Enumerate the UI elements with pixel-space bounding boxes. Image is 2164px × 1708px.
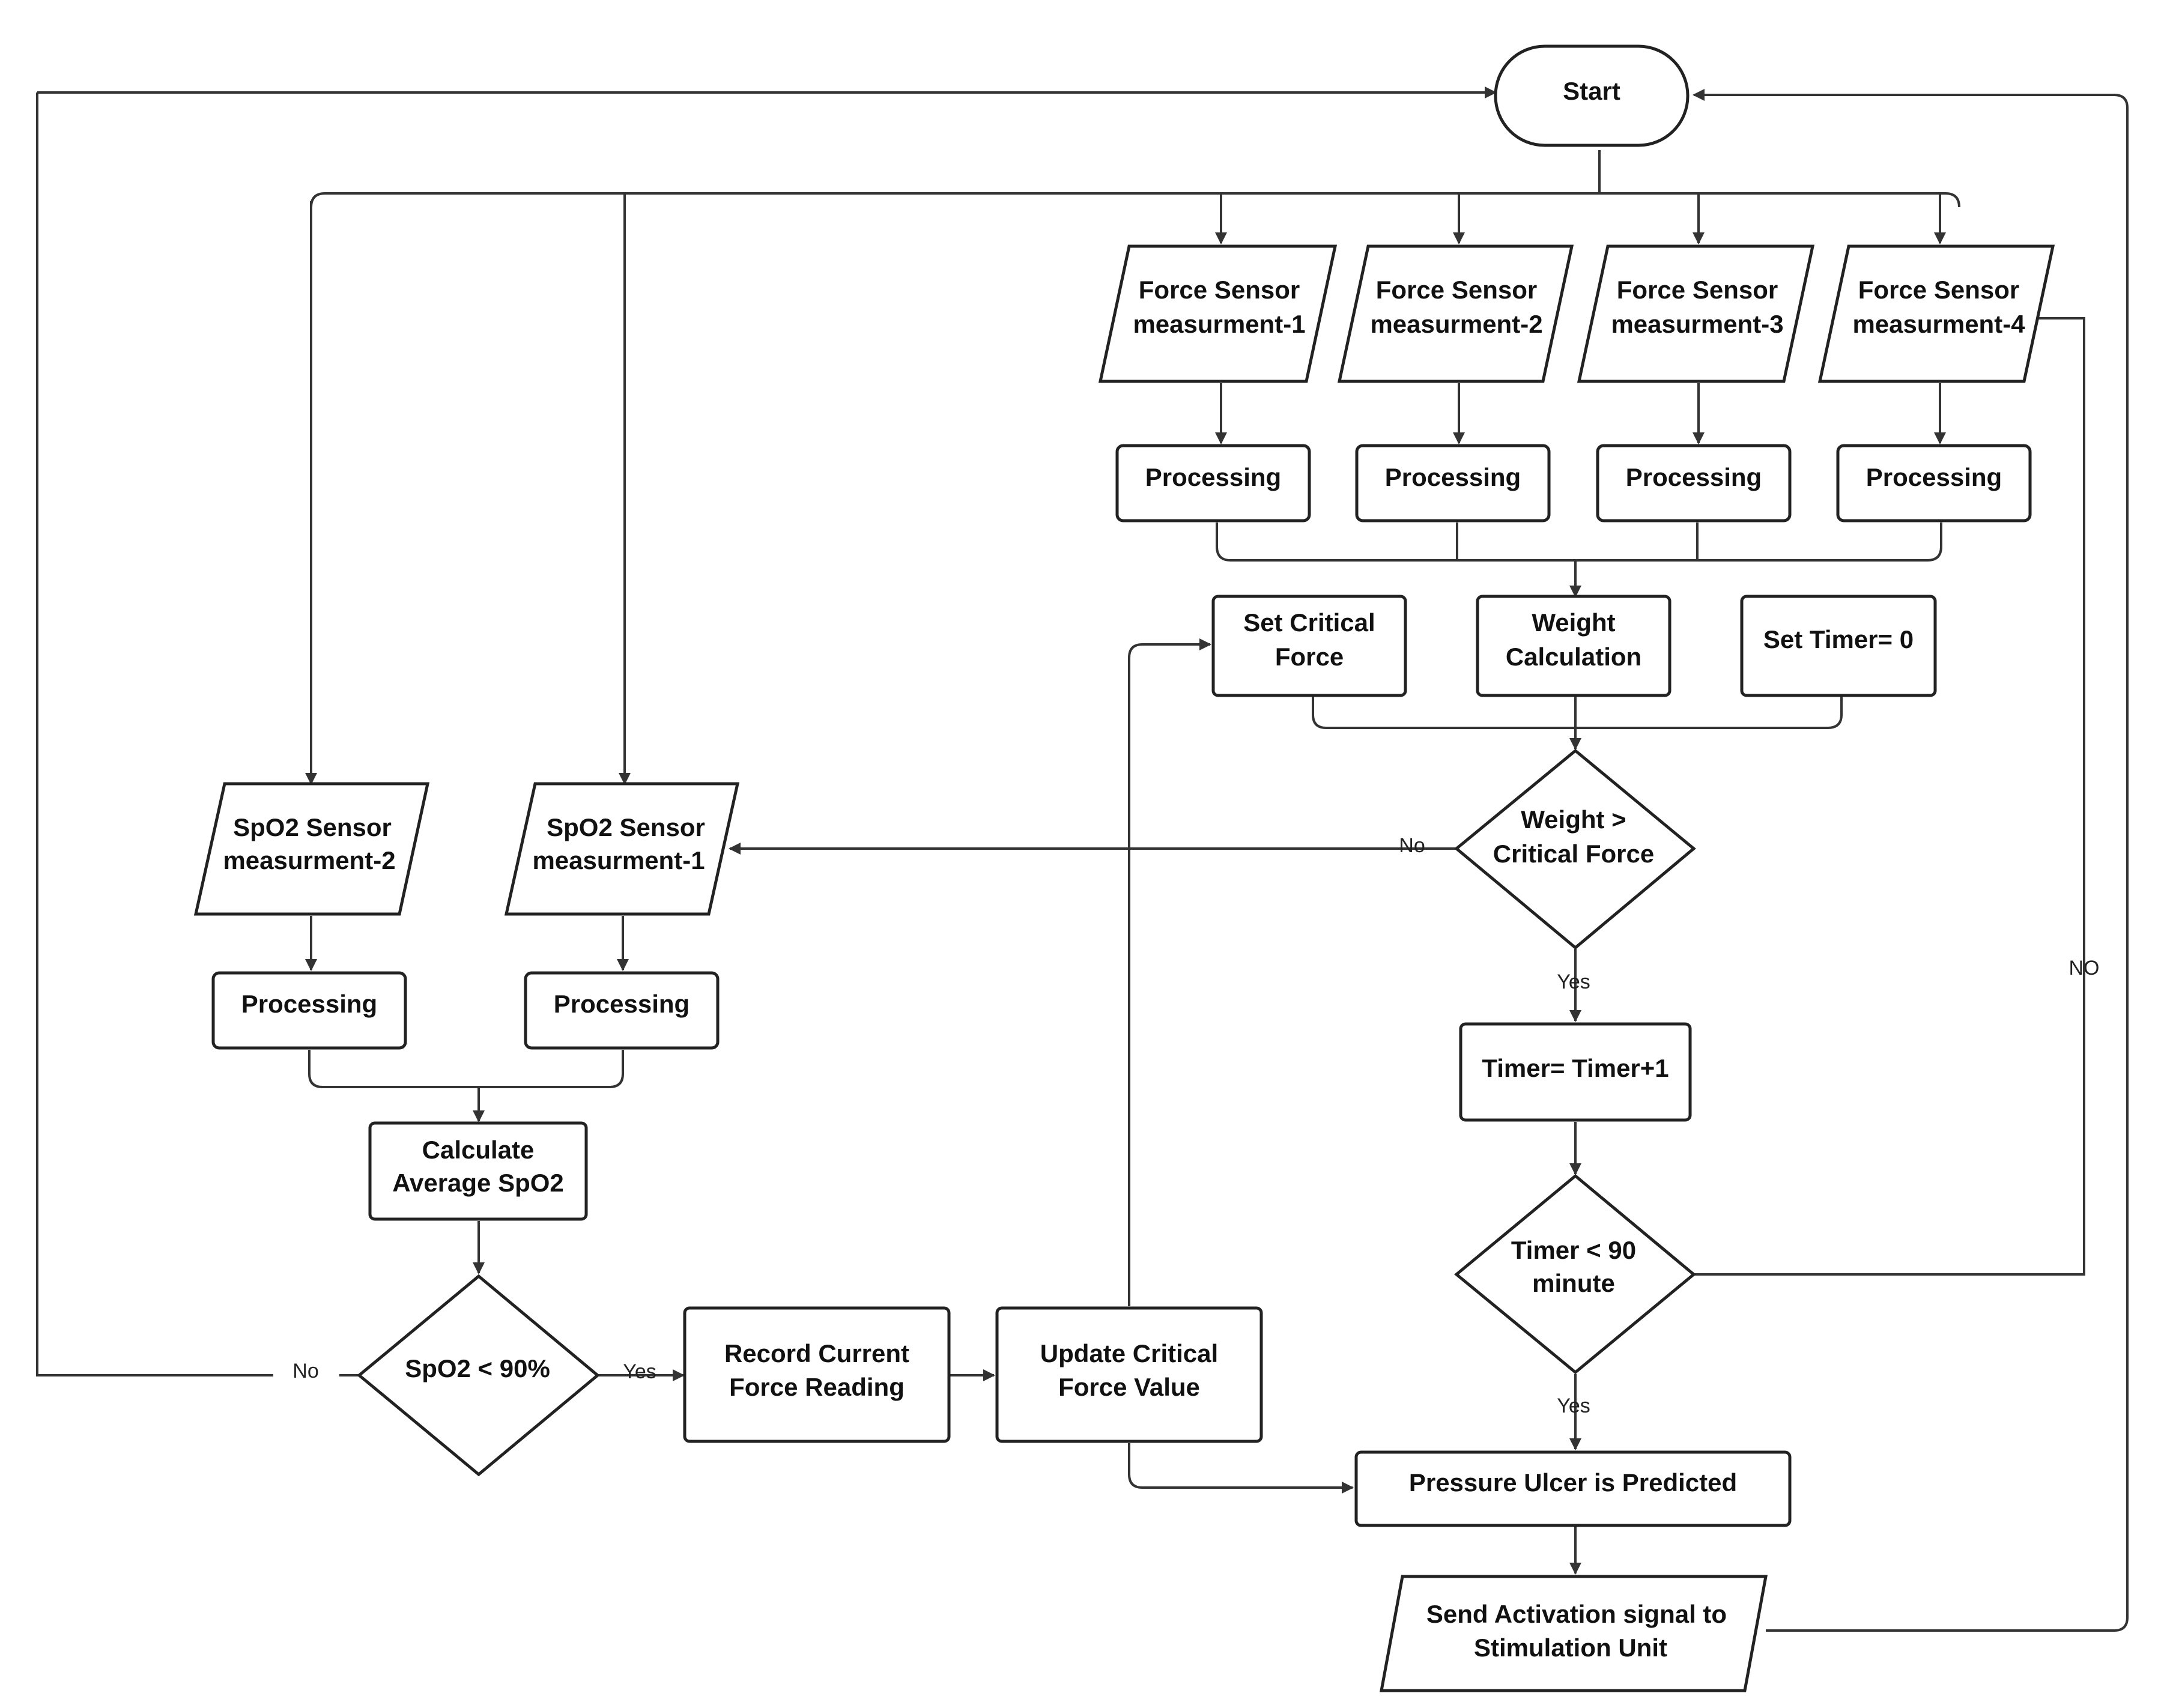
- spo2-sensor-1-line2: measurment-1: [532, 846, 705, 874]
- timer-increment-label: Timer= Timer+1: [1482, 1054, 1668, 1082]
- calculate-average-spo2: Calculate Average SpO2: [368, 1121, 588, 1221]
- edge-proc-merge: [1216, 522, 1942, 562]
- set-timer-label: Set Timer= 0: [1763, 625, 1914, 653]
- spo2-yes-label: Yes: [623, 1360, 656, 1383]
- spo2-decision-label: SpO2 < 90%: [405, 1354, 550, 1382]
- timer-decision-line1: Timer < 90: [1511, 1236, 1636, 1264]
- spo2-no-label: No: [292, 1360, 318, 1382]
- force-sensor-1-line1: Force Sensor: [1139, 276, 1300, 304]
- record-current-force: Record Current Force Reading: [683, 1306, 951, 1443]
- timer-increment: Timer= Timer+1: [1459, 1022, 1692, 1122]
- edge-spo2-proc-merge: [308, 1050, 624, 1088]
- processing-force-1: Processing: [1115, 444, 1311, 522]
- weight-decision-line1: Weight >: [1521, 805, 1626, 834]
- spo2-sensor-2-line2: measurment-2: [223, 846, 395, 874]
- spo2-sensor-1: SpO2 Sensor measurment-1: [504, 782, 740, 916]
- processing-force-2: Processing: [1355, 444, 1551, 522]
- send-activation-signal: Send Activation signal to Stimulation Un…: [1379, 1575, 1768, 1692]
- force-sensor-1-line2: measurment-1: [1133, 310, 1305, 338]
- start-node: Start: [1494, 44, 1690, 147]
- weight-calculation: Weight Calculation: [1476, 595, 1671, 697]
- update-critical-force-line2: Force Value: [1058, 1373, 1200, 1401]
- processing-force-1-label: Processing: [1145, 463, 1281, 491]
- record-current-force-line1: Record Current: [724, 1339, 909, 1367]
- update-critical-force: Update Critical Force Value: [995, 1306, 1263, 1443]
- weight-decision: Weight > Critical Force: [1454, 748, 1696, 950]
- processing-spo2-2: Processing: [211, 971, 407, 1050]
- edge-send-start: [1693, 89, 2129, 1632]
- timer-no-label: NO: [2069, 957, 2100, 980]
- force-sensor-2-line1: Force Sensor: [1376, 276, 1537, 304]
- record-current-force-line2: Force Reading: [729, 1373, 905, 1401]
- timer-decision: Timer < 90 minute: [1454, 1173, 1696, 1375]
- edge-labels: No Yes NO Yes No Yes: [292, 834, 2099, 1417]
- processing-spo2-1: Processing: [524, 971, 720, 1050]
- connectors: [36, 86, 2129, 1632]
- send-activation-signal-line1: Send Activation signal to: [1426, 1600, 1727, 1628]
- timer-yes-label: Yes: [1557, 1395, 1590, 1417]
- spo2-sensor-2-line1: SpO2 Sensor: [233, 813, 392, 841]
- processing-force-4: Processing: [1836, 444, 2032, 522]
- force-sensor-3: Force Sensor measurment-3: [1577, 244, 1815, 383]
- timer-decision-line2: minute: [1532, 1269, 1615, 1297]
- edge-update-setcritical: [1128, 638, 1211, 1306]
- processing-spo2-1-label: Processing: [554, 990, 690, 1018]
- edge-update-predicted: [1128, 1443, 1354, 1494]
- start-label: Start: [1563, 77, 1620, 105]
- set-timer: Set Timer= 0: [1740, 595, 1937, 697]
- edge-setup-merge: [1312, 697, 1843, 729]
- force-sensor-1: Force Sensor measurment-1: [1098, 244, 1338, 383]
- force-sensor-4-line1: Force Sensor: [1858, 276, 2019, 304]
- weight-calculation-line1: Weight: [1532, 608, 1615, 637]
- weight-no-label: No: [1399, 834, 1425, 857]
- force-sensor-4-line2: measurment-4: [1852, 310, 2025, 338]
- pressure-ulcer-predicted-label: Pressure Ulcer is Predicted: [1409, 1468, 1737, 1497]
- processing-force-3: Processing: [1596, 444, 1792, 522]
- force-sensor-3-line2: measurment-3: [1611, 310, 1783, 338]
- pressure-ulcer-predicted: Pressure Ulcer is Predicted: [1354, 1450, 1792, 1527]
- edge-timer-no: [1694, 312, 2085, 1276]
- edge-spo2-no-a: [36, 92, 273, 1376]
- force-sensor-2: Force Sensor measurment-2: [1337, 244, 1574, 383]
- force-sensor-3-line1: Force Sensor: [1617, 276, 1778, 304]
- processing-force-3-label: Processing: [1626, 463, 1762, 491]
- update-critical-force-line1: Update Critical: [1040, 1339, 1218, 1367]
- send-activation-signal-line2: Stimulation Unit: [1474, 1634, 1667, 1662]
- calculate-average-spo2-line1: Calculate: [422, 1136, 535, 1164]
- weight-decision-line2: Critical Force: [1493, 840, 1654, 868]
- weight-yes-label: Yes: [1557, 971, 1590, 993]
- spo2-sensor-2: SpO2 Sensor measurment-2: [193, 782, 430, 916]
- weight-calculation-line2: Calculation: [1506, 643, 1641, 671]
- spo2-decision: SpO2 < 90%: [357, 1274, 600, 1477]
- spo2-sensor-1-line1: SpO2 Sensor: [547, 813, 705, 841]
- force-sensor-4: Force Sensor measurment-4: [1817, 244, 2055, 383]
- edge-start-bus: [310, 192, 1960, 208]
- set-critical-force: Set Critical Force: [1211, 595, 1407, 697]
- calculate-average-spo2-line2: Average SpO2: [392, 1169, 564, 1197]
- set-critical-force-line1: Set Critical: [1243, 608, 1375, 637]
- processing-force-4-label: Processing: [1866, 463, 2002, 491]
- processing-spo2-2-label: Processing: [241, 990, 377, 1018]
- force-sensor-2-line2: measurment-2: [1370, 310, 1542, 338]
- set-critical-force-line2: Force: [1275, 643, 1344, 671]
- processing-force-2-label: Processing: [1385, 463, 1521, 491]
